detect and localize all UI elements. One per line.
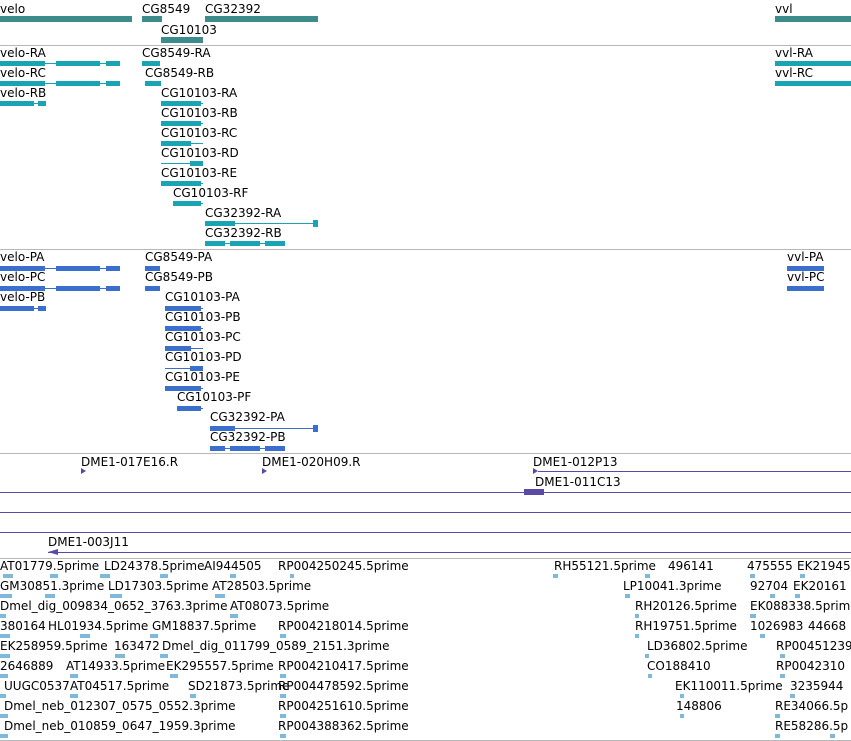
est-label[interactable]: AT14933.5prime [66, 659, 166, 673]
est-label[interactable]: AT04517.5prime [70, 679, 170, 693]
est-label[interactable]: Dmel_dig_009834_0652_3763.3prime [0, 599, 228, 613]
est-label[interactable]: RP0042310 [776, 659, 846, 673]
est-label[interactable]: 148806 [676, 699, 722, 713]
protein-label[interactable]: CG10103-PA [165, 290, 240, 304]
transcript-label[interactable]: velo-RB [0, 86, 47, 100]
est-label[interactable]: RP004218014.5prime [278, 619, 409, 633]
est-label[interactable]: 92704 [750, 579, 789, 593]
est-label[interactable]: 496141 [668, 559, 714, 573]
gene-label[interactable]: CG8549 [142, 2, 191, 16]
est-label[interactable]: LD24378.5prime [104, 559, 205, 573]
est-label[interactable]: RH55121.5prime [554, 559, 656, 573]
protein-label[interactable]: CG32392-PB [210, 430, 286, 444]
est-label[interactable]: AI944505 [204, 559, 262, 573]
transcript-label[interactable]: velo-RA [0, 46, 46, 60]
est-label[interactable]: AT01779.5prime [0, 559, 100, 573]
protein-label[interactable]: velo-PB [0, 290, 46, 304]
est-label[interactable]: RP004478592.5prime [278, 679, 409, 693]
track-divider [0, 453, 851, 454]
est-label[interactable]: EK258959.5prime [0, 639, 108, 653]
est-label[interactable]: 44668 [808, 619, 847, 633]
transcript-label[interactable]: CG10103-RC [161, 126, 238, 140]
est-label[interactable]: Dmel_dig_011799_0589_2151.3prime [162, 639, 390, 653]
est-label[interactable]: EK21945 [797, 559, 851, 573]
est-label[interactable]: LD36802.5prime [647, 639, 748, 653]
est-label[interactable]: 2646889 [0, 659, 54, 673]
est-label[interactable]: EK20161 [793, 579, 847, 593]
est-label[interactable]: EK088338.5prime [750, 599, 851, 613]
est-label[interactable]: LP10041.3prime [623, 579, 722, 593]
clone-label[interactable]: DME1-011C13 [535, 475, 621, 489]
est-label[interactable]: RP004210417.5prime [278, 659, 409, 673]
transcript-label[interactable]: CG8549-RA [142, 46, 211, 60]
protein-label[interactable]: CG10103-PD [165, 350, 242, 364]
transcript-label[interactable]: CG32392-RB [205, 226, 282, 240]
est-label[interactable]: UUGC0537 [4, 679, 70, 693]
transcript-label[interactable]: vvl-RA [775, 46, 813, 60]
track-divider [0, 558, 851, 559]
est-label[interactable]: Dmel_neb_010859_0647_1959.3prime [4, 719, 236, 733]
protein-label[interactable]: velo-PA [0, 250, 45, 264]
protein-label[interactable]: vvl-PA [787, 250, 824, 264]
clone-label[interactable]: DME1-012P13 [533, 455, 618, 469]
est-label[interactable]: CO188410 [647, 659, 711, 673]
est-label[interactable]: RH19751.5prime [635, 619, 737, 633]
est-label[interactable]: LD17303.5prime [108, 579, 209, 593]
transcript-label[interactable]: CG10103-RA [161, 86, 238, 100]
est-label[interactable]: RH20126.5prime [635, 599, 737, 613]
est-label[interactable]: 163472 [114, 639, 160, 653]
track-divider [0, 45, 851, 46]
gene-label[interactable]: vvl [775, 2, 793, 16]
protein-label[interactable]: CG8549-PB [145, 270, 214, 284]
transcript-label[interactable]: vvl-RC [775, 66, 813, 80]
est-label[interactable]: RE34066.5p [775, 699, 849, 713]
gene-label[interactable]: velo [0, 2, 26, 16]
est-label[interactable]: EK295557.5prime [166, 659, 274, 673]
protein-label[interactable]: CG10103-PB [165, 310, 241, 324]
transcript-label[interactable]: CG10103-RE [161, 166, 238, 180]
est-label[interactable]: RP004250245.5prime [278, 559, 409, 573]
transcript-label[interactable]: velo-RC [0, 66, 46, 80]
transcript-label[interactable]: CG10103-RD [161, 146, 239, 160]
est-label[interactable]: 3235944 [790, 679, 844, 693]
est-label[interactable]: GM30851.3prime [0, 579, 105, 593]
est-label[interactable]: RP004251610.5prime [278, 699, 409, 713]
est-label[interactable]: RE58286.5p [775, 719, 849, 733]
transcript-label[interactable]: CG32392-RA [205, 206, 282, 220]
est-label[interactable]: RP004388362.5prime [278, 719, 409, 733]
est-label[interactable]: AT08073.5prime [230, 599, 330, 613]
transcript-label[interactable]: CG8549-RB [145, 66, 215, 80]
clone-label[interactable]: DME1-003J11 [48, 535, 129, 549]
est-label[interactable]: GM18837.5prime [152, 619, 257, 633]
protein-label[interactable]: velo-PC [0, 270, 46, 284]
est-label[interactable]: 475555 [747, 559, 793, 573]
clone-label[interactable]: DME1-020H09.R [262, 455, 361, 469]
est-label[interactable]: SD21873.5prime [188, 679, 290, 693]
est-label[interactable]: EK110011.5prime [675, 679, 783, 693]
transcript-label[interactable]: CG10103-RB [161, 106, 238, 120]
protein-label[interactable]: CG10103-PC [165, 330, 241, 344]
est-label[interactable]: Dmel_neb_012307_0575_0552.3prime [4, 699, 236, 713]
est-label[interactable]: RP00451239 [776, 639, 851, 653]
est-label[interactable]: 380164 [0, 619, 46, 633]
protein-label[interactable]: CG10103-PF [177, 390, 252, 404]
protein-label[interactable]: CG32392-PA [210, 410, 285, 424]
gene-label[interactable]: CG10103 [161, 23, 217, 37]
transcript-label[interactable]: CG10103-RF [173, 186, 249, 200]
est-label[interactable]: AT28503.5prime [212, 579, 312, 593]
est-label[interactable]: HL01934.5prime [48, 619, 149, 633]
protein-label[interactable]: CG10103-PE [165, 370, 240, 384]
track-divider [0, 249, 851, 250]
clone-label[interactable]: DME1-017E16.R [81, 455, 179, 469]
gene-label[interactable]: CG32392 [205, 2, 261, 16]
protein-label[interactable]: CG8549-PA [145, 250, 213, 264]
protein-label[interactable]: vvl-PC [787, 270, 825, 284]
est-label[interactable]: 1026983 [750, 619, 804, 633]
